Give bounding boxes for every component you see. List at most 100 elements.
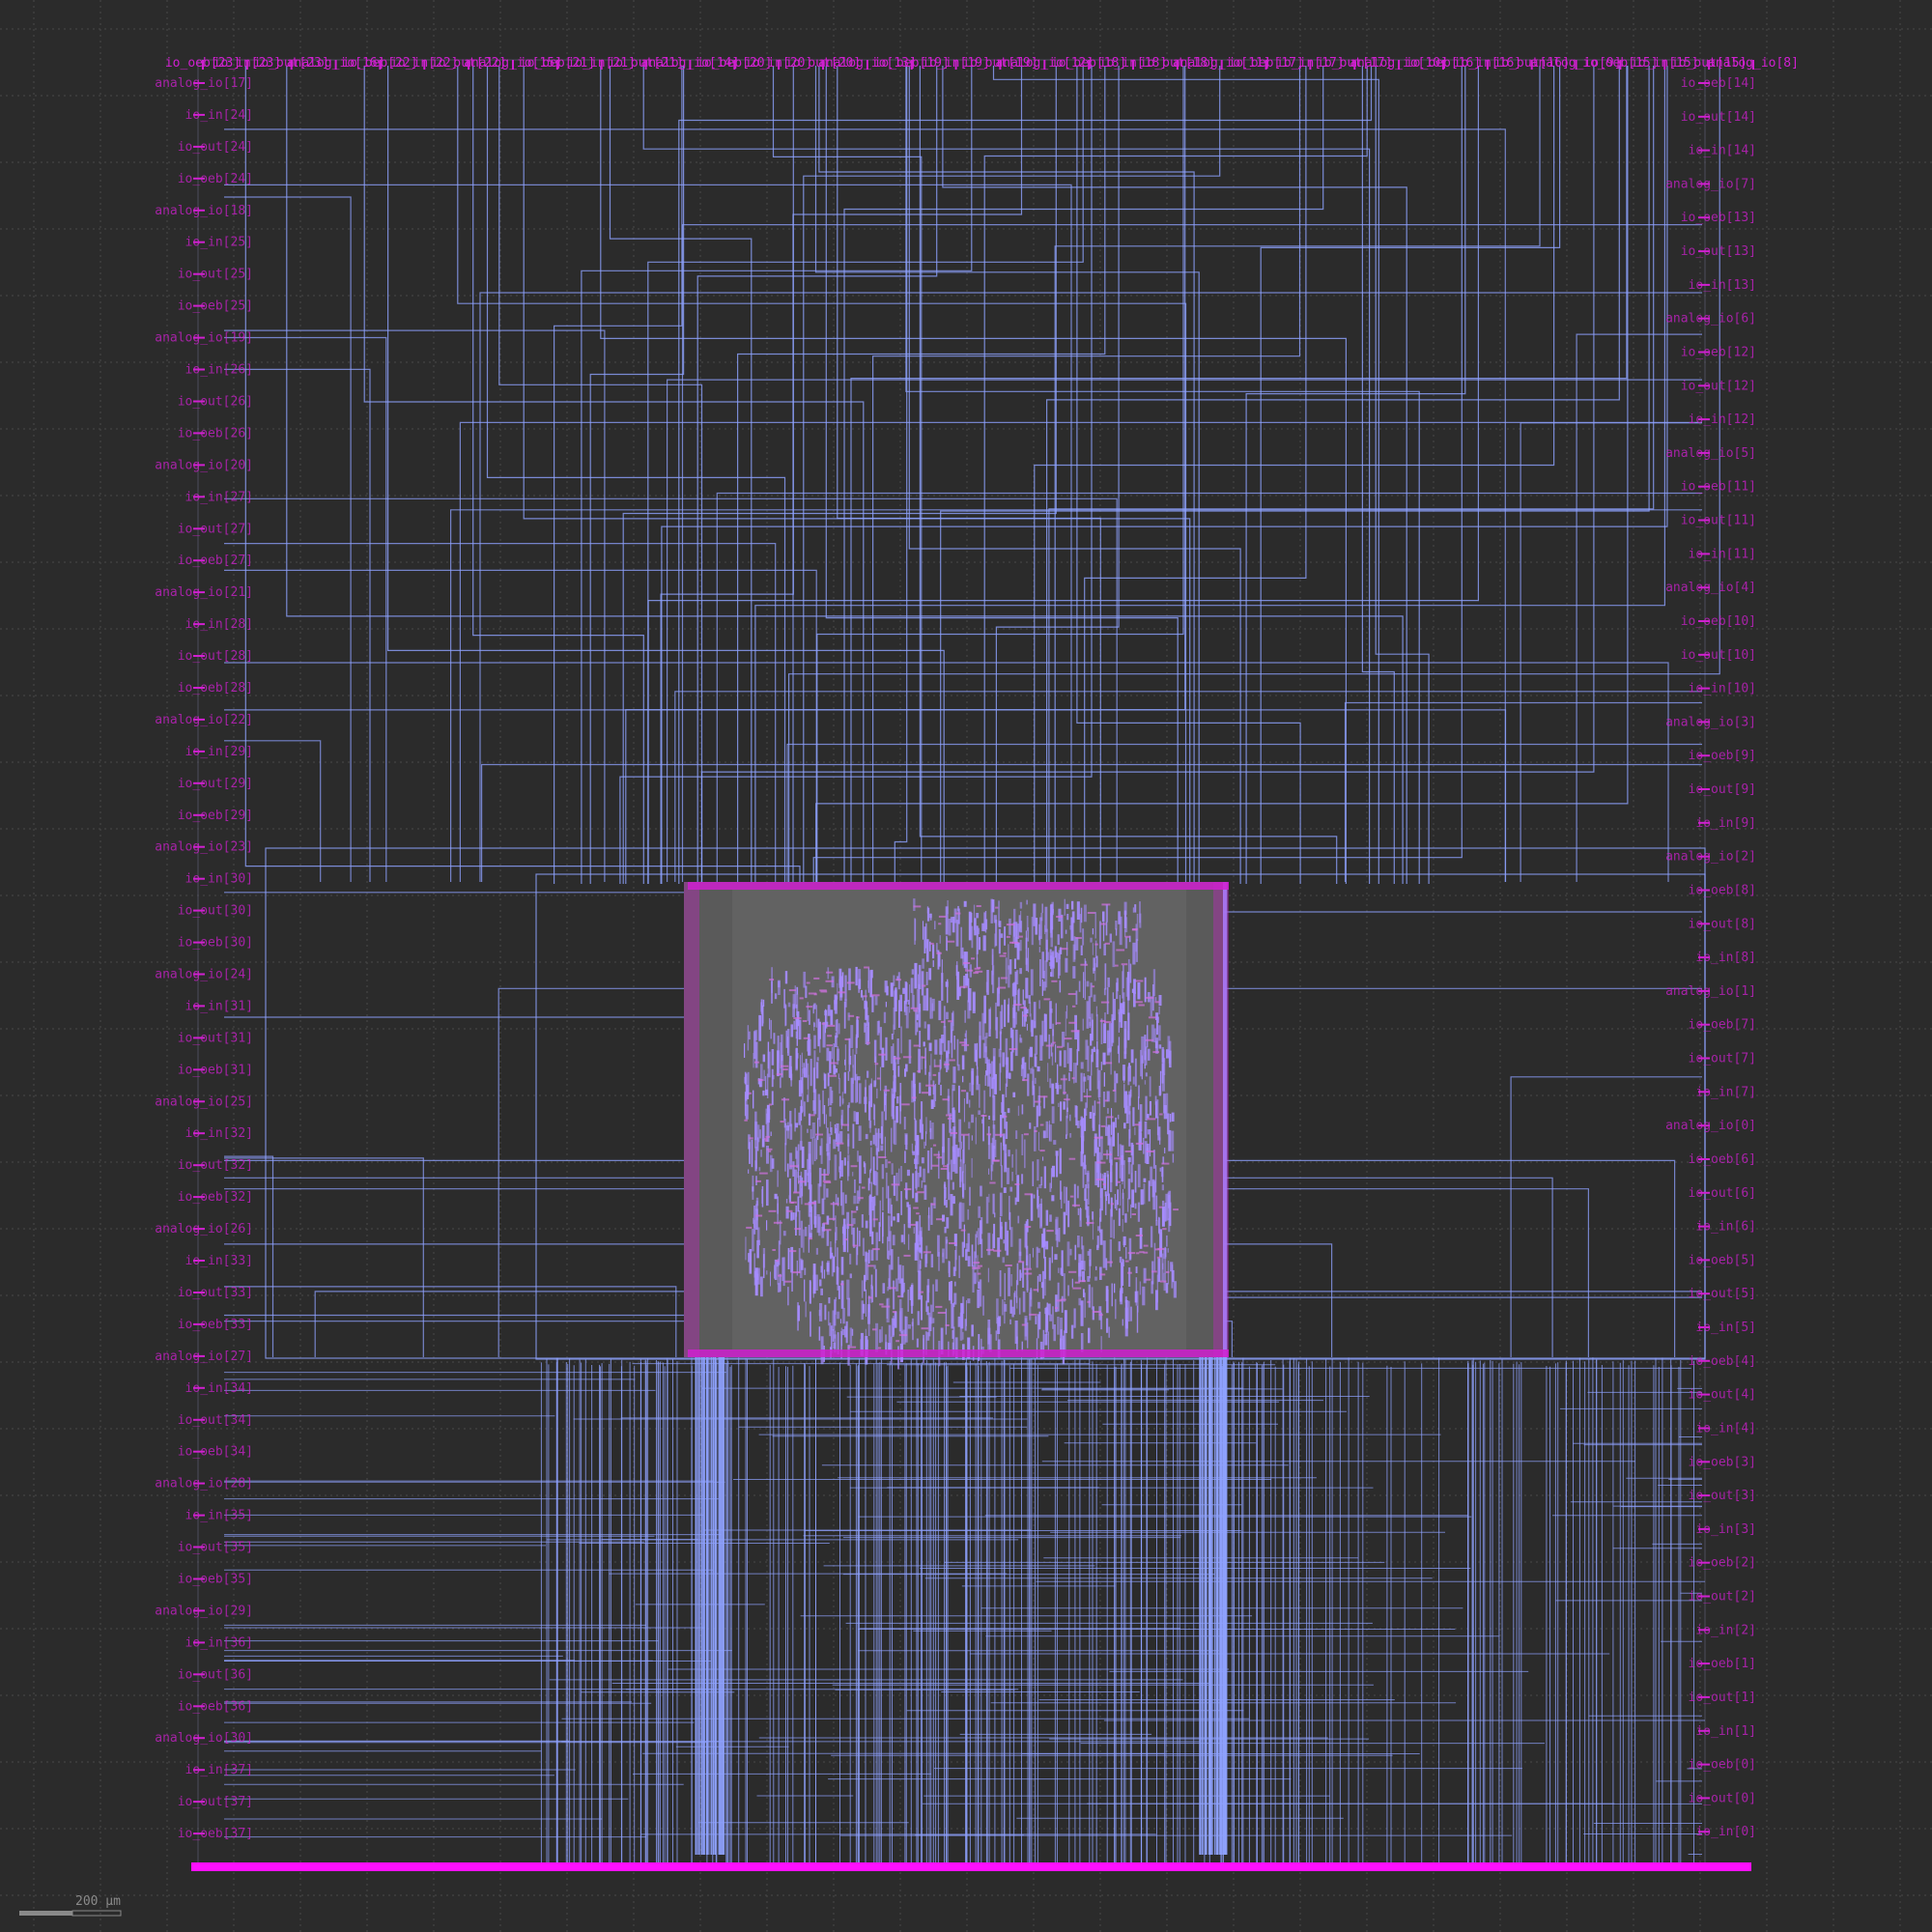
left-pin-label: io_out[29] (178, 777, 253, 791)
left-pin-label: io_out[36] (178, 1667, 253, 1682)
right-pin-label: io_in[13] (1689, 278, 1756, 293)
right-pin-label: io_in[11] (1689, 547, 1756, 561)
left-pin-label: io_oeb[24] (178, 172, 253, 186)
left-pin-label: io_in[27] (185, 490, 253, 504)
left-pin-label: io_out[34] (178, 1413, 253, 1428)
right-pin-label: io_out[11] (1681, 514, 1756, 528)
right-pin-label: io_out[13] (1681, 244, 1756, 259)
left-pin-label: io_oeb[30] (178, 936, 253, 951)
right-pin-label: io_in[14] (1689, 144, 1756, 158)
left-pin-label: io_oeb[32] (178, 1190, 253, 1205)
left-pin-label: io_oeb[29] (178, 809, 253, 823)
right-pin-label: io_out[4] (1689, 1388, 1756, 1403)
right-pin-label: analog_io[4] (1665, 581, 1756, 595)
right-pin-label: io_in[7] (1695, 1085, 1756, 1099)
right-pin-label: io_out[6] (1689, 1186, 1756, 1201)
left-pin-label: io_in[29] (185, 745, 253, 759)
scale-label: 200 µm (75, 1894, 121, 1909)
right-pin-labels: io_oeb[14] io_out[14] io_in[14] analog_io[7… (1665, 76, 1756, 1839)
left-pin-label: io_oeb[26] (178, 426, 253, 440)
right-pin-label: io_in[9] (1695, 816, 1756, 831)
left-pin-label: io_out[24] (178, 140, 253, 155)
left-pin-label: io_in[34] (185, 1381, 253, 1396)
right-pin-label: analog_io[7] (1665, 177, 1756, 191)
right-pin-label: io_out[2] (1689, 1590, 1756, 1605)
left-pin-label: io_in[25] (185, 236, 253, 250)
standard-cells (744, 898, 1179, 1370)
right-pin-label: io_oeb[14] (1681, 76, 1756, 91)
left-pin-label: io_in[26] (185, 363, 253, 378)
left-pin-label: io_out[32] (178, 1158, 253, 1173)
right-pin-label: io_oeb[6] (1689, 1152, 1756, 1167)
left-pin-label: io_in[31] (185, 999, 253, 1013)
left-pin-label: io_oeb[33] (178, 1318, 253, 1332)
right-pin-label: io_out[5] (1689, 1287, 1756, 1301)
left-pin-label: io_in[35] (185, 1509, 253, 1523)
left-pin-label: io_in[37] (185, 1763, 253, 1777)
right-pin-label: io_in[0] (1695, 1825, 1756, 1839)
right-pin-label: io_out[0] (1689, 1791, 1756, 1805)
right-pin-label: io_out[10] (1681, 648, 1756, 663)
left-pin-label: io_out[26] (178, 395, 253, 410)
right-pin-label: io_oeb[2] (1689, 1556, 1756, 1571)
left-pin-label: io_oeb[34] (178, 1445, 253, 1460)
right-pin-label: io_in[3] (1695, 1522, 1756, 1537)
left-pin-label: io_out[27] (178, 522, 253, 536)
right-pin-label: io_oeb[5] (1689, 1253, 1756, 1267)
right-pin-label: io_out[9] (1689, 782, 1756, 797)
macro-core[interactable] (684, 882, 1229, 1370)
top-pin-labels: io_oeb[23]io_in[23]io_out[23]analog_io[1… (165, 56, 1799, 71)
left-pin-label: io_in[30] (185, 872, 253, 887)
left-pin-label: io_in[24] (185, 108, 253, 123)
left-pin-label: io_in[32] (185, 1126, 253, 1141)
right-pin-label: io_out[7] (1689, 1052, 1756, 1066)
right-pin-label: io_in[10] (1689, 682, 1756, 696)
right-pin-label: analog_io[6] (1665, 312, 1756, 327)
left-pin-label: io_oeb[37] (178, 1827, 253, 1841)
right-pin-label: io_in[2] (1695, 1623, 1756, 1637)
right-pin-label: io_in[12] (1689, 412, 1756, 427)
left-pin-label: io_out[33] (178, 1286, 253, 1300)
left-pin-label: io_oeb[28] (178, 681, 253, 696)
right-pin-label: io_out[3] (1689, 1489, 1756, 1503)
right-pin-label: analog_io[5] (1665, 446, 1756, 461)
left-pin-label: io_out[30] (178, 904, 253, 919)
left-pin-label: io_in[28] (185, 617, 253, 632)
scale-bar: 200 µm (19, 1894, 122, 1917)
right-pin-label: io_oeb[10] (1681, 614, 1756, 629)
right-pin-label: io_oeb[12] (1681, 346, 1756, 360)
right-pin-label: io_oeb[7] (1689, 1018, 1756, 1033)
left-pin-label: io_out[25] (178, 268, 253, 282)
right-pin-label: analog_io[1] (1665, 984, 1756, 999)
right-pin-label: io_out[14] (1681, 110, 1756, 125)
left-pin-label: io_oeb[36] (178, 1699, 253, 1714)
right-pin-label: io_oeb[3] (1689, 1455, 1756, 1469)
right-pin-label: io_oeb[0] (1689, 1758, 1756, 1773)
left-pin-label: io_oeb[27] (178, 554, 253, 568)
bottom-pin-rail (191, 1862, 1751, 1871)
routing-wires-lower (224, 1357, 1705, 1862)
right-pin-label: io_oeb[13] (1681, 211, 1756, 225)
left-pin-label: io_oeb[35] (178, 1573, 253, 1587)
left-pin-label: io_in[33] (185, 1254, 253, 1268)
right-pin-label: io_in[5] (1695, 1321, 1756, 1335)
right-pin-label: io_in[1] (1695, 1724, 1756, 1739)
right-pin-label: io_oeb[1] (1689, 1657, 1756, 1671)
left-pin-label: io_out[31] (178, 1031, 253, 1045)
right-pin-label: analog_io[3] (1665, 715, 1756, 729)
right-pin-label: analog_io[2] (1665, 850, 1756, 865)
right-pin-label: io_in[6] (1695, 1220, 1756, 1235)
left-pin-label: io_in[36] (185, 1635, 253, 1650)
right-pin-label: io_oeb[4] (1689, 1354, 1756, 1369)
right-pin-label: io_in[8] (1695, 951, 1756, 965)
right-pin-label: io_in[4] (1695, 1422, 1756, 1436)
left-pin-label: io_out[37] (178, 1795, 253, 1809)
left-pin-labels: analog_io[17]io_in[24]io_out[24]io_oeb[2… (155, 76, 253, 1841)
right-pin-label: io_oeb[11] (1681, 480, 1756, 495)
right-pin-label: analog_io[0] (1665, 1119, 1756, 1133)
left-pin-label: io_oeb[25] (178, 299, 253, 314)
left-pin-label: io_out[28] (178, 649, 253, 664)
right-pin-label: io_out[8] (1689, 917, 1756, 931)
